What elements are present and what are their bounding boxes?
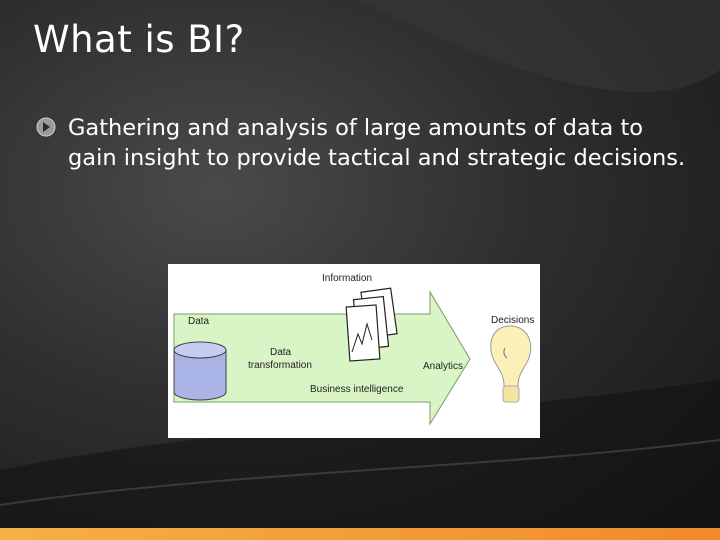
bi-diagram: Information Data Decisions Data transfor… (168, 264, 540, 438)
database-icon (173, 341, 227, 401)
lightbulb-icon (490, 325, 532, 403)
label-data-transformation-1: Data (270, 347, 292, 358)
footer-accent-bar (0, 528, 720, 540)
label-decisions: Decisions (491, 315, 534, 326)
label-business-intelligence: Business intelligence (310, 384, 404, 395)
bullet-icon (36, 117, 56, 137)
label-information: Information (322, 273, 372, 284)
label-data: Data (188, 316, 210, 327)
slide-title: What is BI? (33, 18, 245, 61)
bullet-text: Gathering and analysis of large amounts … (68, 115, 686, 171)
label-data-transformation-2: transformation (248, 360, 312, 371)
label-analytics: Analytics (423, 361, 463, 372)
documents-icon (345, 287, 398, 362)
